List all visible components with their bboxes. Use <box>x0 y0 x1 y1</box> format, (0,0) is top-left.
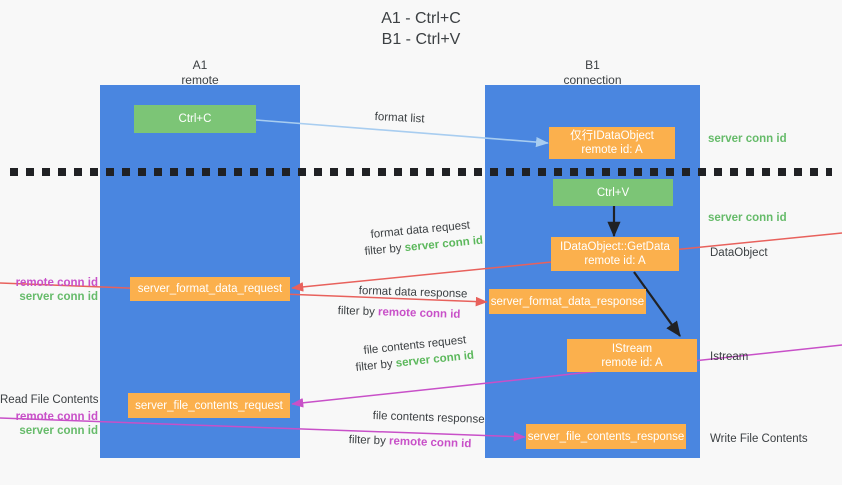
left-note-format-conn-ids: remote conn id server conn id <box>8 276 98 304</box>
node-idataobject-getdata[interactable]: IDataObject::GetData remote id: A <box>551 237 679 271</box>
edge-label-format-data-response-filter: filter by remote conn id <box>338 304 461 323</box>
node-server-format-data-response-line-0: server_format_data_response <box>490 295 645 308</box>
node-idataobject-create-line-1: remote id: A <box>581 144 643 156</box>
node-ctrl-v-line-0: Ctrl+V <box>596 186 630 199</box>
left-note-format-remote-conn-id: remote conn id <box>15 277 98 289</box>
edge-label-format-list-text: format list <box>374 110 425 126</box>
filter-key-remote-conn-id: remote conn id <box>377 306 461 321</box>
node-server-format-data-request-line-0: server_format_data_request <box>137 283 283 295</box>
node-idataobject-getdata-line-0: IDataObject::GetData <box>560 241 670 253</box>
edge-label-file-contents-response-filter: filter by remote conn id <box>348 433 472 452</box>
title-line-2: B1 - Ctrl+V <box>381 31 461 48</box>
right-label-server-conn-id-top: server conn id <box>708 133 787 145</box>
lane-header-b1-subtitle: connection <box>563 73 622 87</box>
edge-label-file-contents-response-text: file contents response <box>372 409 485 426</box>
left-note-file-conn-ids: remote conn id server conn id <box>8 410 98 438</box>
lane-header-a1-subtitle: remote <box>181 73 219 87</box>
right-label-istream: Istream <box>710 351 749 363</box>
right-label-server-conn-id-mid: server conn id <box>708 212 787 224</box>
lane-header-a1-title: A1 <box>192 58 208 72</box>
node-server-file-contents-request[interactable]: server_file_contents_request <box>128 393 290 418</box>
node-server-file-contents-request-line-0: server_file_contents_request <box>135 399 283 412</box>
node-idataobject-getdata-line-1: remote id: A <box>584 255 646 267</box>
node-server-format-data-request[interactable]: server_format_data_request <box>130 277 290 301</box>
edge-label-format-list: format list <box>374 110 425 127</box>
node-server-file-contents-response-line-0: server_file_contents_response <box>527 430 685 443</box>
diagram-title: A1 - Ctrl+C B1 - Ctrl+V <box>0 8 842 50</box>
edge-label-file-contents-response: file contents response <box>372 409 485 428</box>
node-ctrl-v[interactable]: Ctrl+V <box>553 179 673 206</box>
right-label-write-file-contents: Write File Contents <box>710 433 808 445</box>
node-istream-line-1: remote id: A <box>601 356 663 369</box>
filter-prefix: filter by <box>355 357 397 374</box>
edge-label-format-data-response: format data response <box>359 284 468 302</box>
right-label-dataobject: DataObject <box>710 247 768 259</box>
node-server-file-contents-response[interactable]: server_file_contents_response <box>526 424 686 449</box>
node-istream[interactable]: IStream remote id: A <box>567 339 697 372</box>
node-ctrl-c-line-0: Ctrl+C <box>178 113 212 125</box>
left-note-read-file-contents: Read File Contents <box>0 393 98 407</box>
title-line-1: A1 - Ctrl+C <box>381 10 461 27</box>
left-note-file-remote-conn-id: remote conn id <box>15 411 98 423</box>
filter-key-remote-conn-id: remote conn id <box>388 435 472 451</box>
filter-prefix: filter by <box>348 433 390 448</box>
lane-header-b1-title: B1 <box>585 58 600 72</box>
edge-label-format-data-response-text: format data response <box>358 284 468 301</box>
node-idataobject-create[interactable]: 仅行IDataObject remote id: A <box>549 127 675 159</box>
filter-prefix: filter by <box>337 304 379 319</box>
left-note-format-server-conn-id: server conn id <box>19 291 98 303</box>
node-istream-line-0: IStream <box>611 342 653 355</box>
left-note-file-server-conn-id: server conn id <box>19 425 98 437</box>
node-server-format-data-response[interactable]: server_format_data_response <box>489 289 646 314</box>
left-note-read-file-contents-text: Read File Contents <box>0 394 99 406</box>
filter-prefix: filter by <box>364 242 406 258</box>
node-idataobject-create-line-0: 仅行IDataObject <box>570 130 654 142</box>
node-ctrl-c[interactable]: Ctrl+C <box>134 105 256 133</box>
lane-header-b1: B1 connection <box>485 58 700 88</box>
lane-header-a1: A1 remote <box>100 58 300 88</box>
